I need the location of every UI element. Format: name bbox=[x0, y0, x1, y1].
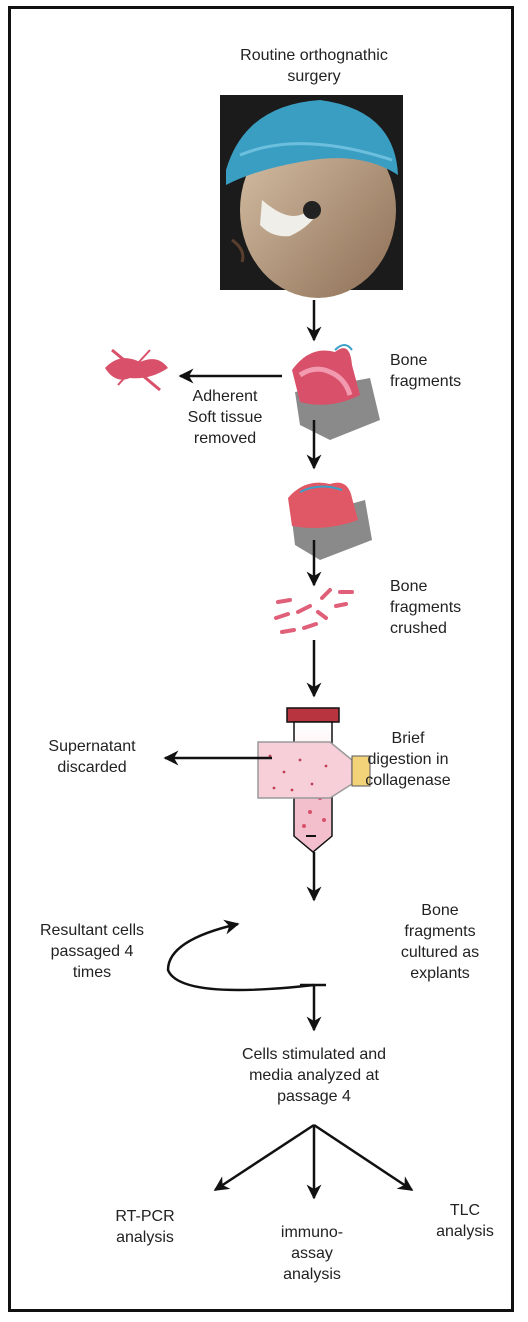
label-digestion-line: digestion in bbox=[365, 749, 450, 770]
label-rtpcr-line: analysis bbox=[115, 1227, 174, 1248]
label-crushed: Bone fragments crushed bbox=[390, 576, 461, 639]
label-rtpcr: RT-PCR analysis bbox=[115, 1206, 174, 1248]
label-crushed-line: crushed bbox=[390, 618, 461, 639]
label-digestion-line: collagenase bbox=[365, 770, 450, 791]
crushed-fragments-icon bbox=[276, 590, 352, 632]
label-soft-tissue-line: Adherent bbox=[188, 386, 263, 407]
label-tlc-line: TLC bbox=[436, 1200, 494, 1221]
label-immuno: immuno- assay analysis bbox=[281, 1222, 343, 1285]
label-soft-tissue: Adherent Soft tissue removed bbox=[188, 386, 263, 449]
label-bone-fragments-line: fragments bbox=[390, 371, 461, 392]
label-surgery: Routine orthognathic surgery bbox=[240, 45, 388, 87]
label-surgery-line: surgery bbox=[240, 66, 388, 87]
label-rtpcr-line: RT-PCR bbox=[115, 1206, 174, 1227]
label-soft-tissue-line: removed bbox=[188, 428, 263, 449]
label-explants-line: explants bbox=[401, 963, 479, 984]
label-immuno-line: assay bbox=[281, 1243, 343, 1264]
soft-tissue-icon bbox=[105, 350, 168, 390]
culture-flask-icon bbox=[258, 742, 370, 798]
label-passaged-line: passaged 4 bbox=[40, 941, 144, 962]
label-explants-line: fragments bbox=[401, 921, 479, 942]
label-explants-line: cultured as bbox=[401, 942, 479, 963]
label-supernatant-line: discarded bbox=[48, 757, 135, 778]
label-surgery-line: Routine orthognathic bbox=[240, 45, 388, 66]
arrow-passaged-loop bbox=[168, 924, 314, 990]
arrow-to-tlc bbox=[314, 1125, 412, 1190]
label-tlc-line: analysis bbox=[436, 1221, 494, 1242]
label-soft-tissue-line: Soft tissue bbox=[188, 407, 263, 428]
surgeon-photo bbox=[220, 95, 403, 298]
label-bone-fragments: Bone fragments bbox=[390, 350, 461, 392]
label-passaged: Resultant cells passaged 4 times bbox=[40, 920, 144, 983]
label-crushed-line: fragments bbox=[390, 597, 461, 618]
label-supernatant-line: Supernatant bbox=[48, 736, 135, 757]
label-stimulated-line: passage 4 bbox=[242, 1086, 386, 1107]
label-digestion-line: Brief bbox=[365, 728, 450, 749]
label-bone-fragments-line: Bone bbox=[390, 350, 461, 371]
label-supernatant: Supernatant discarded bbox=[48, 736, 135, 778]
bone-fragment-with-tissue bbox=[292, 345, 380, 440]
label-tlc: TLC analysis bbox=[436, 1200, 494, 1242]
label-stimulated: Cells stimulated and media analyzed at p… bbox=[242, 1044, 386, 1107]
label-immuno-line: analysis bbox=[281, 1264, 343, 1285]
arrow-to-rtpcr bbox=[215, 1125, 314, 1190]
label-immuno-line: immuno- bbox=[281, 1222, 343, 1243]
label-passaged-line: Resultant cells bbox=[40, 920, 144, 941]
label-digestion: Brief digestion in collagenase bbox=[365, 728, 450, 791]
label-explants-line: Bone bbox=[401, 900, 479, 921]
label-passaged-line: times bbox=[40, 962, 144, 983]
label-stimulated-line: Cells stimulated and bbox=[242, 1044, 386, 1065]
label-crushed-line: Bone bbox=[390, 576, 461, 597]
label-stimulated-line: media analyzed at bbox=[242, 1065, 386, 1086]
bone-fragment-clean bbox=[288, 483, 372, 560]
label-explants: Bone fragments cultured as explants bbox=[401, 900, 479, 984]
